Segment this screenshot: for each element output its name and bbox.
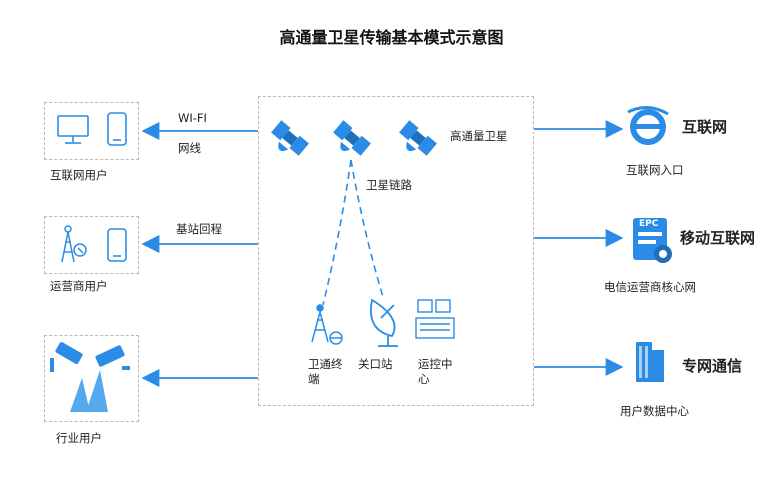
label-terminal-line1: 卫通终 (308, 357, 343, 371)
satellite-link-right (350, 159, 384, 298)
satellite-link-left (322, 159, 352, 306)
label-terminal-line2: 端 (308, 372, 320, 386)
label-ops-center-line2: 心 (418, 372, 430, 386)
satellite-icon-3 (399, 120, 437, 156)
label-epc: EPC (639, 219, 659, 229)
control-center-icon (415, 299, 455, 339)
phone-icon (107, 112, 127, 146)
label-internet: 互联网 (682, 118, 728, 136)
camera-icon-2 (95, 345, 130, 370)
camera-icon-1 (50, 342, 83, 372)
monitor-icon (57, 115, 89, 144)
industry-structure-icon (70, 370, 108, 412)
epc-server-icon (633, 218, 672, 263)
label-network-cable: 网线 (178, 141, 201, 155)
label-private-network: 专网通信 (682, 357, 743, 375)
phone-icon-2 (107, 228, 127, 262)
label-base-station-backhaul: 基站回程 (176, 222, 222, 236)
internet-users-box (44, 102, 139, 160)
label-internet-entry: 互联网入口 (626, 163, 684, 177)
cell-tower-icon (61, 225, 87, 263)
label-telecom-core: 电信运营商核心网 (604, 280, 696, 294)
label-wifi: WI-FI (178, 111, 207, 125)
label-operator-users: 运营商用户 (50, 279, 108, 293)
datacenter-building-icon (636, 342, 664, 382)
label-user-datacenter: 用户数据中心 (620, 404, 689, 418)
satellite-icon-2 (333, 120, 371, 156)
operator-users-box (44, 216, 139, 274)
label-gateway: 关口站 (358, 357, 393, 371)
page-title: 高通量卫星传输基本模式示意图 (279, 28, 504, 47)
satellite-system-box (258, 96, 534, 406)
label-internet-users: 互联网用户 (50, 168, 108, 182)
satellite-icon-1 (271, 120, 309, 156)
internet-explorer-icon (627, 106, 669, 145)
industry-users-box (44, 335, 139, 422)
label-ops-center-line1: 运控中 (418, 357, 453, 371)
label-mobile-internet: 移动互联网 (680, 229, 756, 247)
terminal-icon (311, 304, 343, 345)
satellite-dish-icon (370, 298, 398, 347)
label-satellite: 高通量卫星 (450, 129, 508, 143)
label-industry-users: 行业用户 (56, 431, 102, 445)
label-satellite-link: 卫星链路 (366, 178, 412, 192)
